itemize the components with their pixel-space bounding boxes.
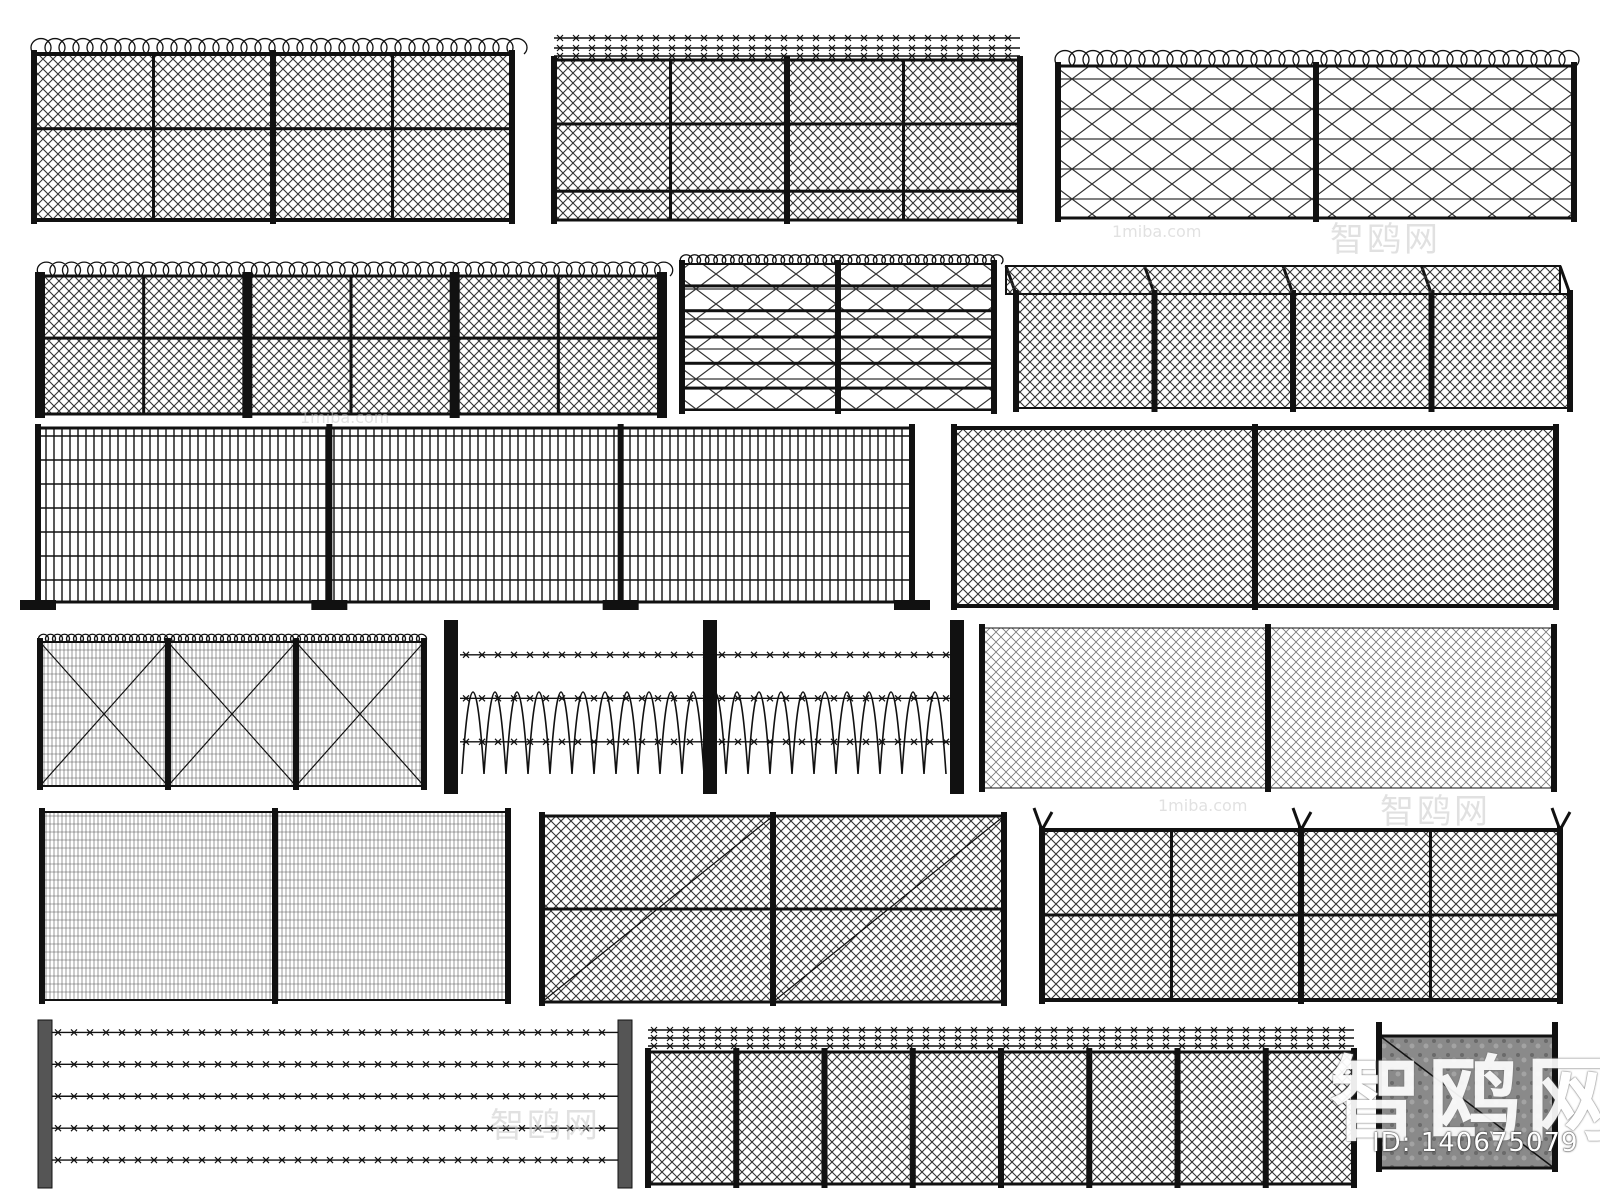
fence-chainlink-frame [536, 806, 1010, 1006]
fence-chainlink-slanted [1004, 262, 1576, 412]
fence-diamond-rails [676, 244, 1004, 414]
fence-diamond-razor-1 [1052, 34, 1580, 222]
fence-chainlink-razor-1 [28, 24, 528, 224]
image-id-label: ID: 140675079 [1372, 1128, 1579, 1158]
fence-concertina [444, 620, 964, 794]
fence-chainlink-ypost [1032, 804, 1572, 1004]
fence-fine-mesh [36, 804, 514, 1004]
fence-chainlink-barbed-1 [548, 28, 1026, 224]
fence-welded-mesh [10, 424, 940, 614]
fence-chainlink-razor-2 [34, 246, 674, 418]
watermark-site: 1miba.com [1112, 222, 1202, 241]
fence-chainlink-light [976, 622, 1560, 792]
fence-barbed-wire [34, 1019, 636, 1189]
fence-wire-cross [34, 622, 430, 790]
fence-chainlink-multi [642, 1022, 1360, 1188]
fence-stone-panel [1374, 1022, 1560, 1172]
fence-chainlink-plain-1 [948, 424, 1562, 610]
